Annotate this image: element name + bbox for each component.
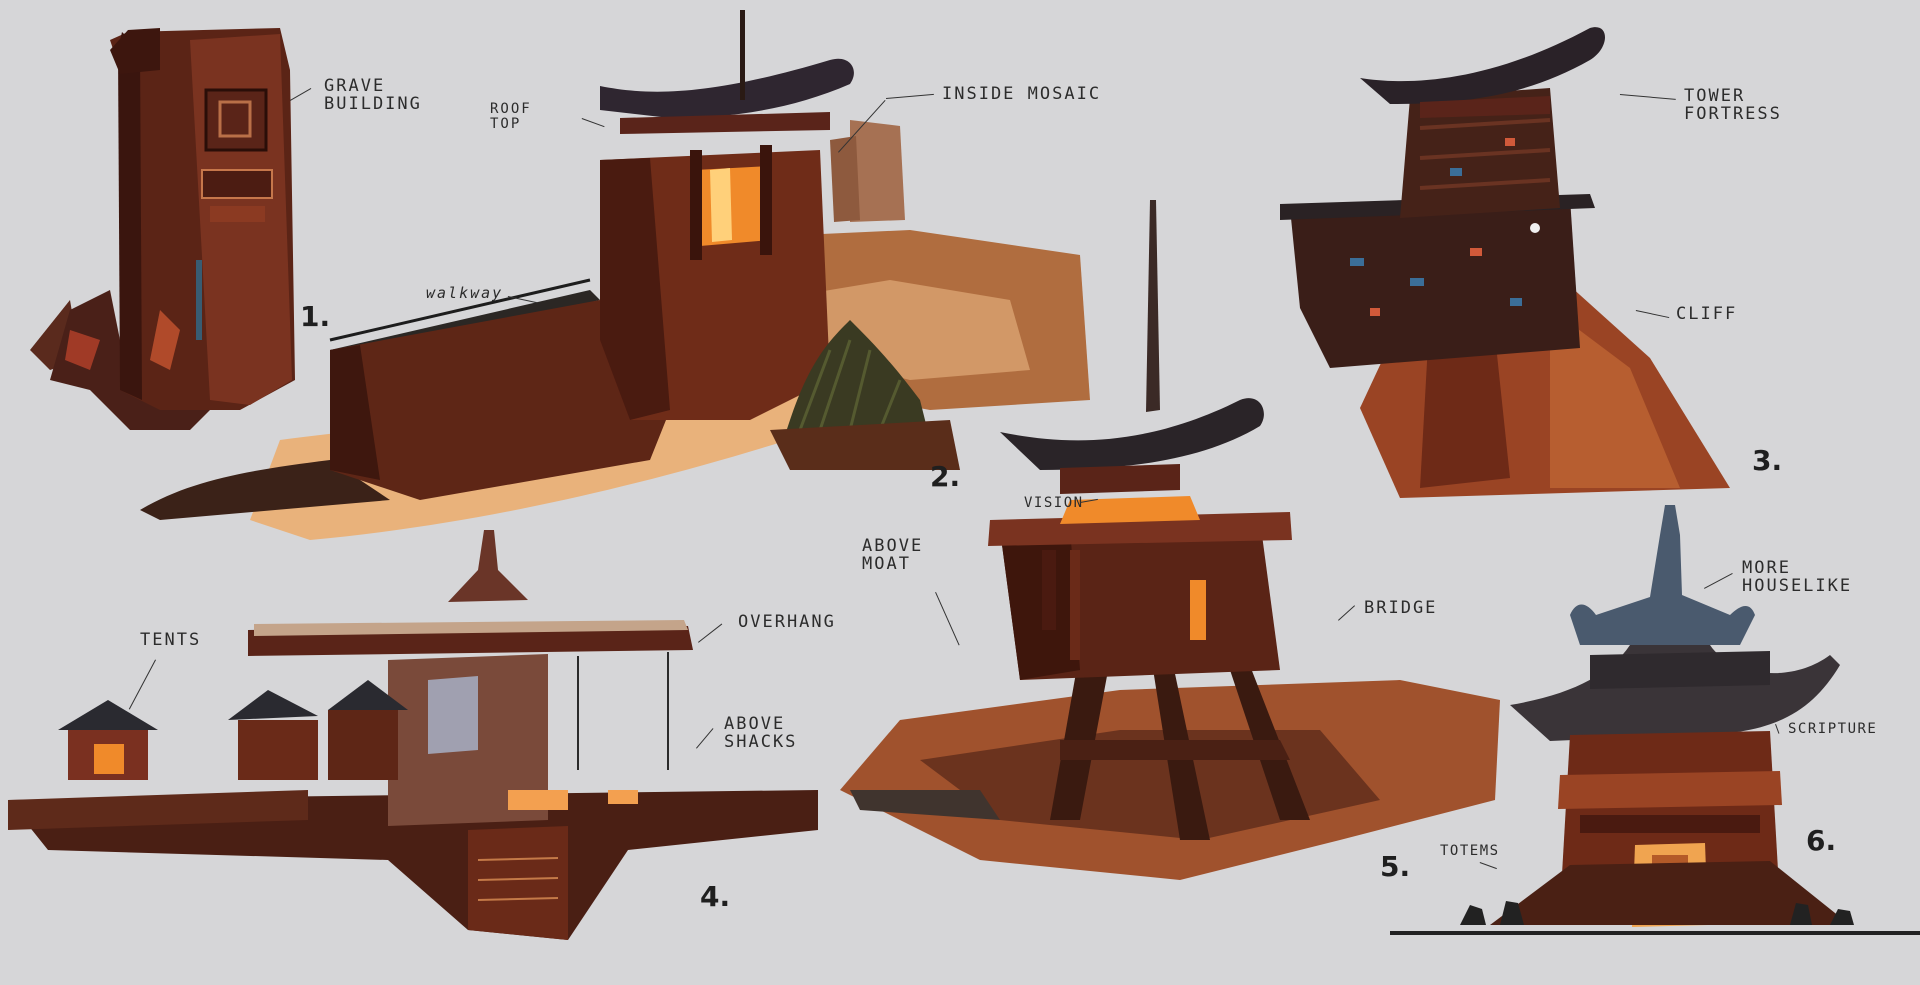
label-number-5: 5. xyxy=(1380,850,1411,883)
label-above-moat: ABOVE MOAT xyxy=(862,536,924,574)
sketch-2-gate-fortress xyxy=(140,10,1090,540)
label-overhang: OVERHANG xyxy=(738,612,836,632)
label-number-2: 2. xyxy=(930,460,961,493)
label-number-4: 4. xyxy=(700,880,731,913)
label-above-shacks: ABOVE SHACKS xyxy=(724,714,798,752)
label-more-houselike: MORE HOUSELIKE xyxy=(1742,558,1853,596)
label-cliff: CLIFF xyxy=(1676,304,1738,324)
label-vision: VISION xyxy=(1024,495,1084,511)
sketch-3-tower-fortress xyxy=(1280,27,1730,498)
label-tower-fortress: TOWER FORTRESS xyxy=(1684,86,1782,124)
sketch-6-shrine xyxy=(1390,505,1920,935)
label-bridge: BRIDGE xyxy=(1364,598,1438,618)
label-number-6: 6. xyxy=(1806,824,1837,857)
label-roof-top: ROOF TOP xyxy=(490,101,532,132)
label-number-1: 1. xyxy=(300,300,331,333)
label-scripture: SCRIPTURE xyxy=(1788,721,1878,737)
sketch-5-watchtower xyxy=(840,200,1500,880)
sketch-4-tent-market xyxy=(8,530,818,940)
label-tents: TENTS xyxy=(140,630,202,650)
label-inside-mosaic: INSIDE MOSAIC xyxy=(942,84,1102,104)
label-number-3: 3. xyxy=(1752,444,1783,477)
label-totems: TOTEMS xyxy=(1440,843,1500,859)
sketch-1-grave-building xyxy=(30,28,295,430)
label-grave-building: GRAVE BUILDING xyxy=(324,76,422,114)
label-walkway: walkway xyxy=(426,284,504,302)
